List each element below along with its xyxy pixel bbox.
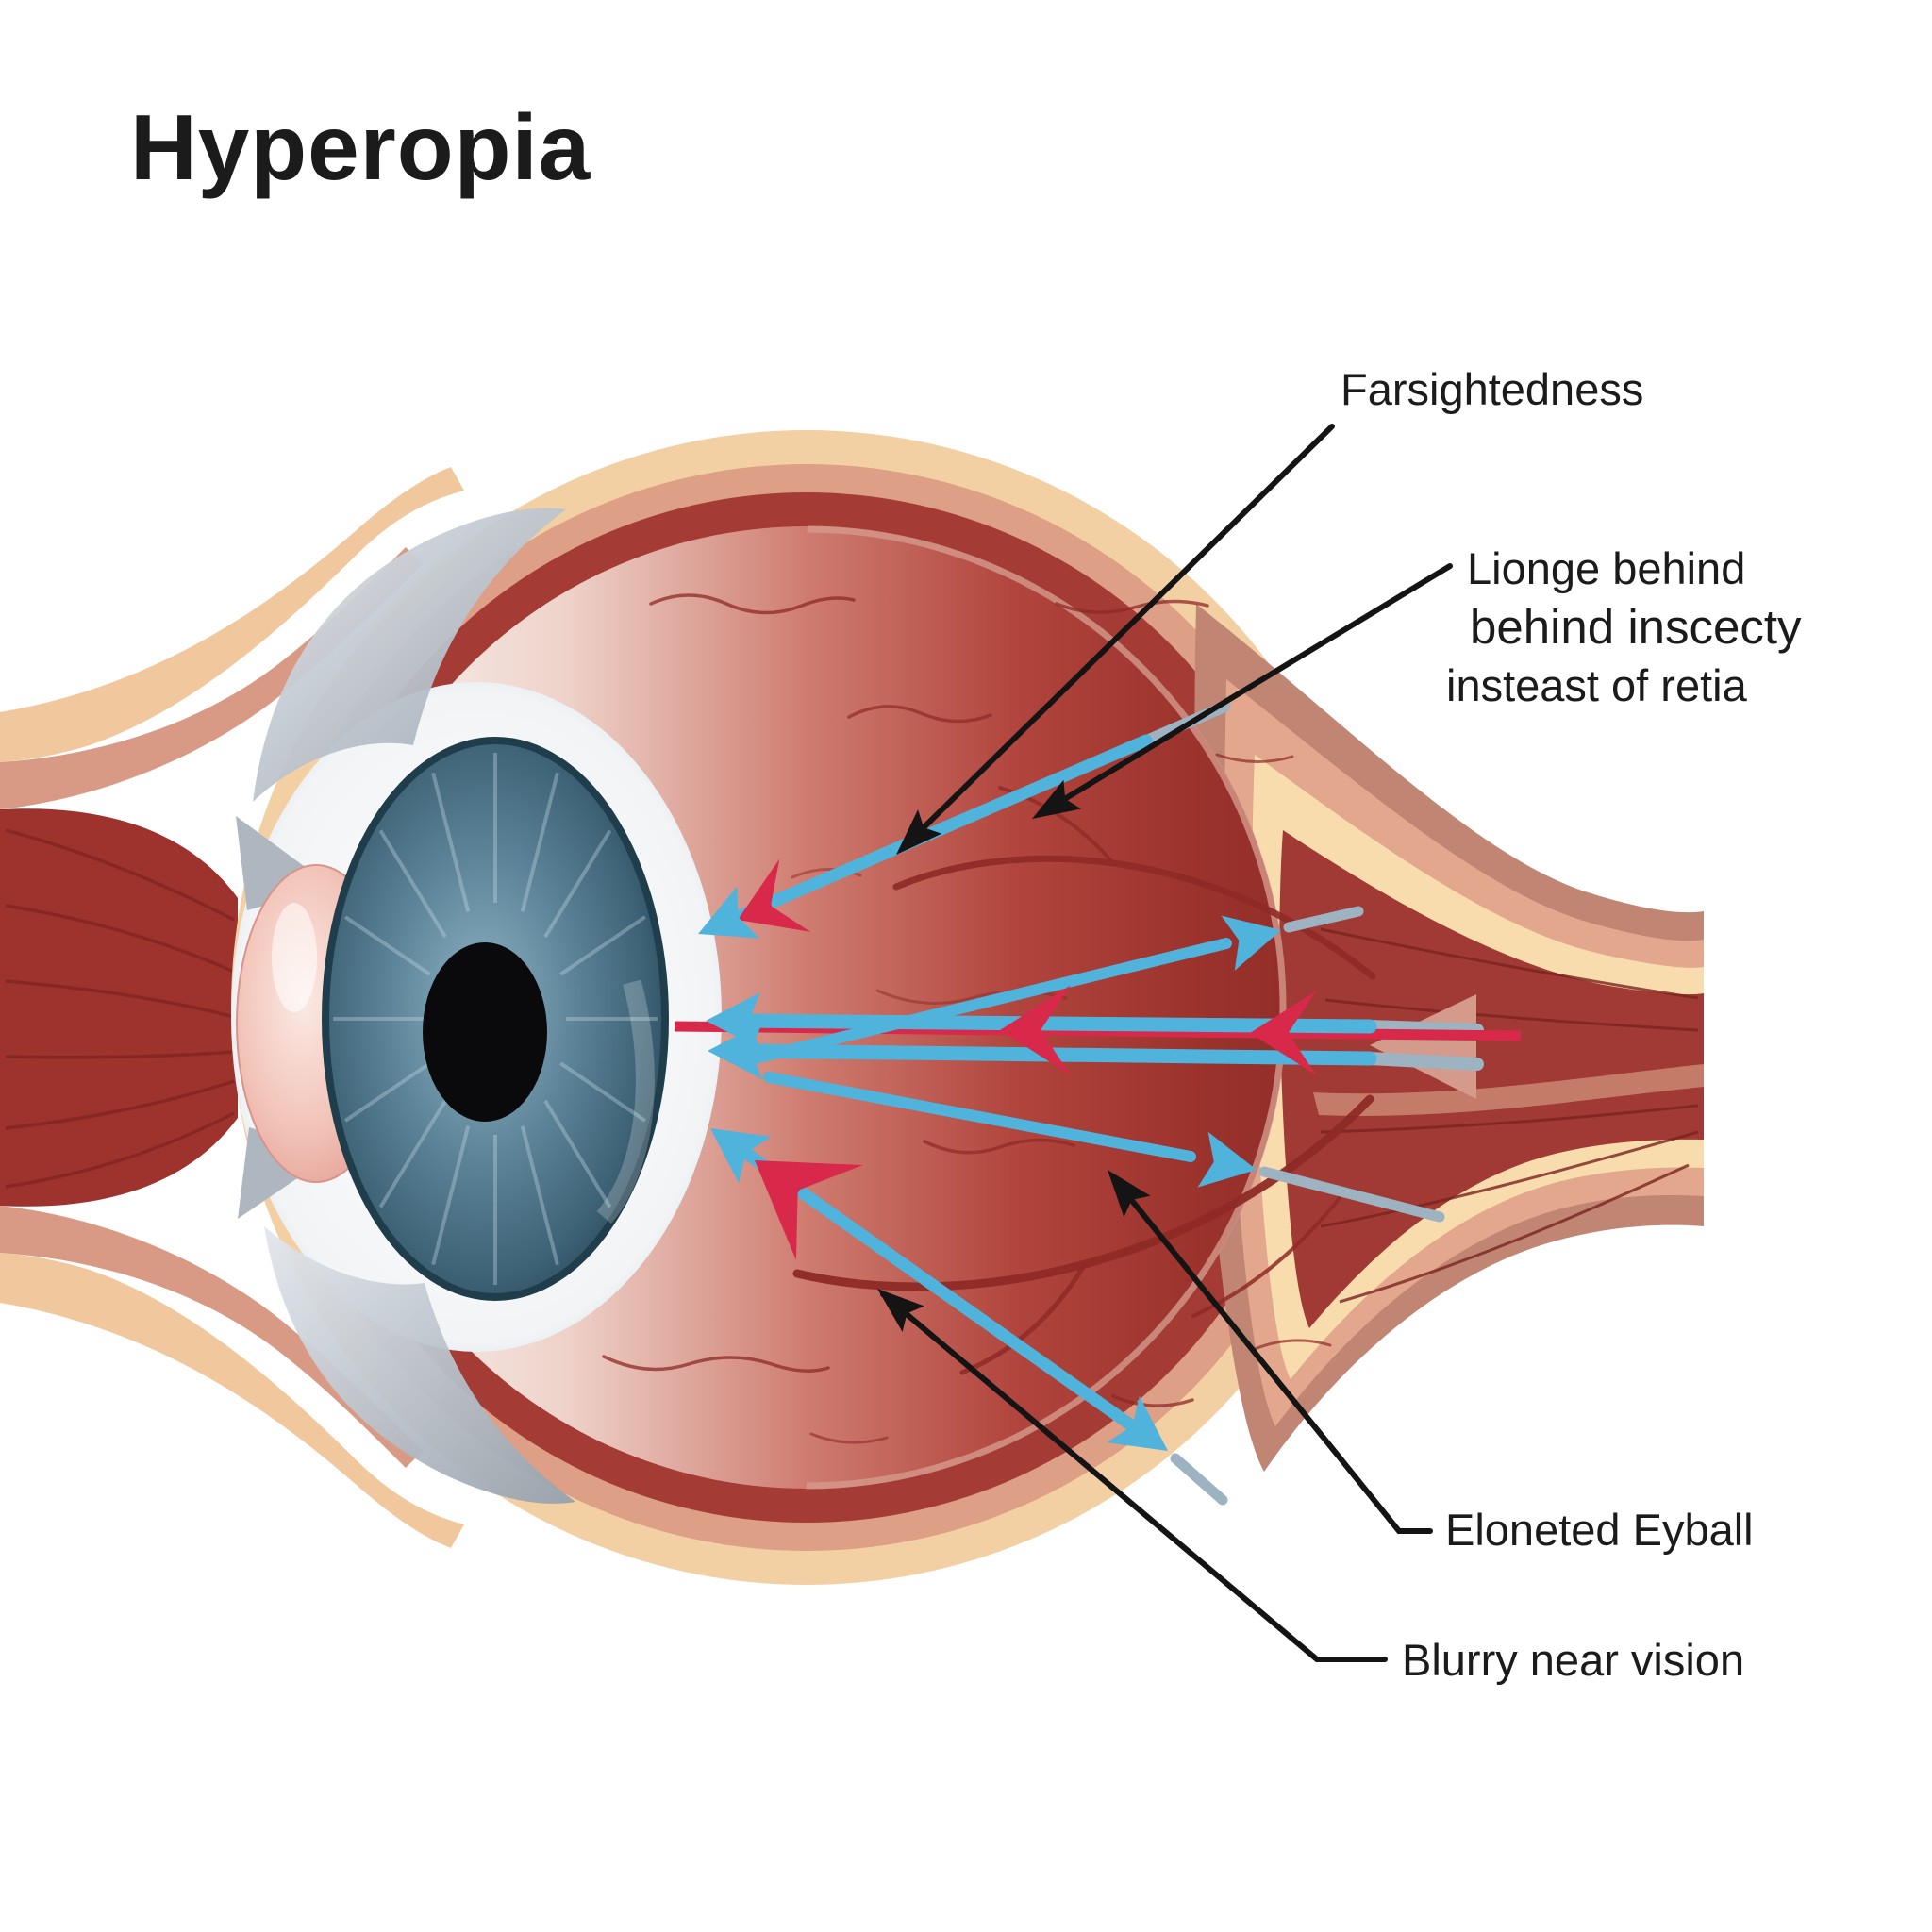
leader-lines [880,424,1453,1662]
leader-focus-point [1037,563,1453,817]
lower-gray-wing [264,1226,575,1504]
page-title: Hyperopia [130,95,591,199]
muscle-striations [5,828,235,1189]
leader-blurry-near-vision [880,1291,1388,1662]
anterior-segment [231,508,722,1504]
label-focus-line3: insteast of retia [1446,660,1747,710]
pupil [423,942,547,1122]
label-blurry-near-vision: Blurry near vision [1402,1635,1745,1685]
light-rays [674,701,1522,1506]
optic-disc-wedge [1370,994,1476,1099]
label-focus-line1: Lionge behind [1467,543,1746,593]
label-elongated-eyeball: Eloneted Eyball [1445,1505,1754,1555]
annotation-leaders [866,424,1453,1662]
retina-rim [326,525,1287,1490]
leader-farsightedness [901,424,1335,850]
label-farsightedness: Farsightedness [1341,364,1644,414]
lens-highlight [272,903,317,1012]
orbital-tissue-left [0,467,464,1548]
cornea-highlight-arc [336,776,655,1261]
leader-elongated-eyeball [1110,1174,1433,1534]
label-focus-point: Lionge behind behind inscecty insteast o… [1446,540,1802,715]
iris-streaks [333,753,658,1285]
upper-gray-wing [253,508,566,802]
label-focus-line2: behind inscecty [1470,600,1802,654]
ciliary-muscle [0,808,238,1207]
nerve-fibers [1320,927,1699,1304]
